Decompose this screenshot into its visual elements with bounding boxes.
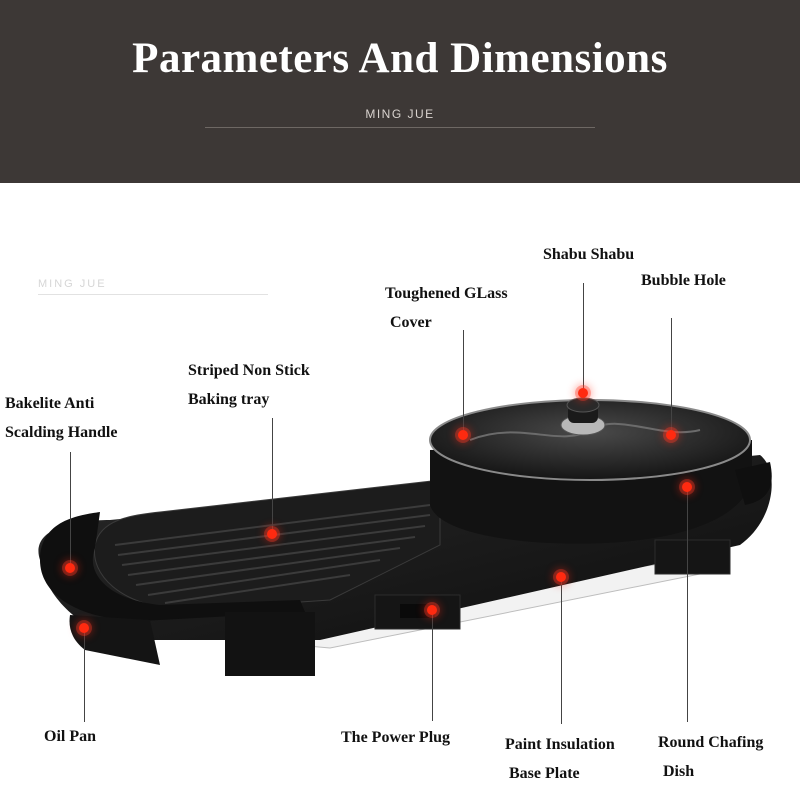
- leader-chafing: [687, 490, 688, 722]
- callout-dot-tray: [267, 529, 277, 539]
- callout-dot-glass: [458, 430, 468, 440]
- header-banner: Parameters And Dimensions MING JUE: [0, 0, 800, 183]
- label-glass-line2: Cover: [390, 314, 432, 331]
- leader-plug: [432, 614, 433, 721]
- label-shabu-line1: Shabu Shabu: [543, 246, 635, 263]
- label-handle-line2: Scalding Handle: [5, 424, 118, 441]
- leader-glass: [463, 330, 464, 430]
- leader-tray: [272, 418, 273, 530]
- brand-watermark: MING JUE: [38, 278, 107, 290]
- leader-base: [561, 580, 562, 724]
- label-base-line1: Paint Insulation: [505, 736, 615, 753]
- callout-dot-oil-pan: [79, 623, 89, 633]
- label-tray-line2: Baking tray: [188, 391, 270, 408]
- label-glass-line1: Toughened GLass: [385, 285, 508, 302]
- rear-socket: [654, 539, 731, 575]
- front-foot: [225, 612, 315, 676]
- header-divider: [205, 127, 595, 128]
- label-chafing-line2: Dish: [663, 763, 695, 780]
- callout-dot-handle: [65, 563, 75, 573]
- callout-dot-lid-right: [666, 430, 676, 440]
- label-tray-line1: Striped Non Stick: [188, 362, 310, 379]
- leader-chafing-top: [671, 318, 672, 430]
- callout-dot-plug: [427, 605, 437, 615]
- label-chafing-line1: Round Chafing: [658, 734, 764, 751]
- callout-dot-chafing: [682, 482, 692, 492]
- label-power-plug: The Power Plug: [341, 729, 451, 746]
- leader-shabu: [583, 283, 584, 393]
- left-handle: [40, 512, 305, 621]
- oil-pan: [69, 615, 160, 665]
- leader-handle: [70, 452, 71, 564]
- watermark-divider: [38, 294, 268, 295]
- label-shabu-line2: Bubble Hole: [641, 272, 726, 289]
- brand-name: MING JUE: [365, 107, 435, 121]
- leader-oil-pan: [84, 632, 85, 722]
- callout-dot-shabu: [578, 388, 588, 398]
- label-oil-pan: Oil Pan: [44, 728, 97, 745]
- label-base-line2: Base Plate: [509, 765, 580, 782]
- label-handle-line1: Bakelite Anti: [5, 395, 95, 412]
- page-title: Parameters And Dimensions: [132, 35, 668, 82]
- grill-plate: [93, 479, 441, 611]
- callout-dot-base: [556, 572, 566, 582]
